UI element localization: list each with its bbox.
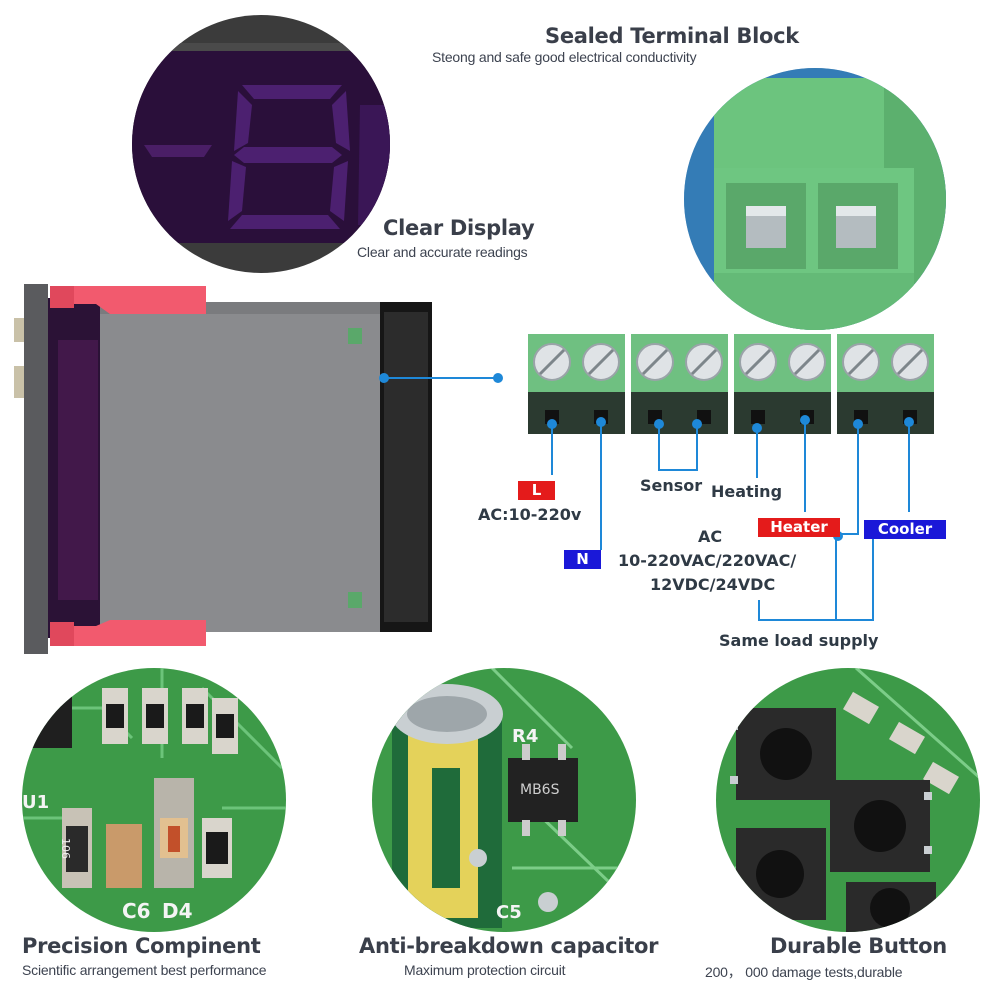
pcb-mark-r4: R4 [512, 726, 538, 747]
load-ac-label: AC [698, 527, 723, 546]
capacitor-image: MB6S R4 C5 [372, 668, 636, 932]
tag-cooler: Cooler [864, 520, 946, 539]
terminal-feature-subtitle: Steong and safe good electrical conducti… [432, 49, 697, 65]
sensor-label: Sensor [640, 476, 703, 495]
load-voltage-line1: 10-220VAC/220VAC/ [618, 551, 797, 570]
durable-button-image [716, 668, 980, 932]
load-voltage-line2: 12VDC/24VDC [650, 575, 776, 594]
button-feature-subtitle: 200， 000 damage tests,durable [705, 964, 903, 980]
capacitor-feature-subtitle: Maximum protection circuit [404, 962, 566, 978]
component-feature-subtitle: Scientific arrangement best performance [22, 962, 267, 978]
tag-live-l: L [518, 481, 555, 500]
terminal-closeup-image [684, 68, 946, 330]
pcb-mark-c5: C5 [496, 902, 522, 923]
button-feature-title: Durable Button [770, 934, 947, 958]
tag-heater: Heater [758, 518, 840, 537]
display-feature-title: Clear Display [383, 216, 535, 240]
component-feature-title: Precision Compinent [22, 934, 261, 958]
ac-supply-label: AC:10-220v [478, 505, 582, 524]
pcb-mark-u1: U1 [22, 792, 49, 813]
display-closeup-image [132, 15, 390, 273]
thermostat-device-image [0, 280, 440, 655]
pcb-mark-mb6s: MB6S [520, 782, 560, 798]
terminal-block-1 [528, 334, 625, 434]
terminal-block-2 [631, 334, 728, 434]
tag-neutral-n: N [564, 550, 601, 569]
same-load-supply-label: Same load supply [719, 631, 879, 650]
pcb-mark-c6: C6 [122, 899, 151, 923]
terminal-block-3 [734, 334, 831, 434]
display-feature-subtitle: Clear and accurate readings [357, 244, 528, 260]
terminal-block-4 [837, 334, 934, 434]
pcb-mark-106: 106 [59, 838, 72, 859]
terminal-feature-title: Sealed Terminal Block [545, 24, 799, 48]
pcb-mark-d4: D4 [162, 899, 193, 923]
precision-component-image: 106 C6 D4 U1 [22, 668, 286, 932]
heating-label: Heating [711, 482, 783, 501]
capacitor-feature-title: Anti-breakdown capacitor [359, 934, 659, 958]
